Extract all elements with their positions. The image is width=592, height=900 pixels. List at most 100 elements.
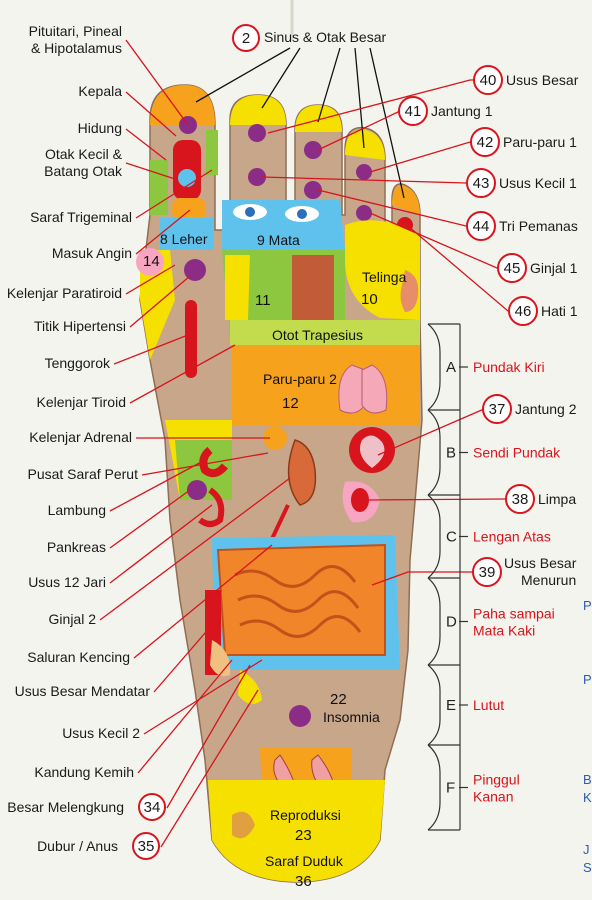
section-bracket xyxy=(427,577,441,666)
zone-label-14: 14 xyxy=(143,253,160,270)
section-letter: F xyxy=(446,780,455,797)
section-text: Mata Kaki xyxy=(473,623,535,639)
bladder-icon xyxy=(210,640,231,677)
left-label-kandung-kemih: Kandung Kemih xyxy=(34,764,134,780)
left-label-num: 34 xyxy=(144,799,161,816)
leader-usus-besar xyxy=(267,79,474,134)
left-label-usus-besar-mendatar: Usus Besar Mendatar xyxy=(15,683,151,699)
intestine-coils xyxy=(234,565,362,638)
section-letter: C xyxy=(446,529,457,546)
tiroid-band xyxy=(225,255,250,320)
zone-label-23: 23 xyxy=(295,827,312,844)
zone-label-mata: 9 Mata xyxy=(257,232,300,248)
left-label-text: Masuk Angin xyxy=(52,245,132,261)
eyes xyxy=(233,204,319,222)
leader-titik-hipertensi xyxy=(129,275,191,328)
section-text: Lengan Atas xyxy=(473,529,551,545)
left-label-text: Ginjal 2 xyxy=(49,611,97,627)
left-label-usus-12-jari: Usus 12 Jari xyxy=(28,574,106,590)
left-label-hidung: Hidung xyxy=(78,120,122,136)
left-label-tenggorok: Tenggorok xyxy=(45,355,111,371)
section-text: Pinggul xyxy=(473,772,520,788)
right-label-text: Tri Pemanas xyxy=(499,218,578,234)
top-callout-num: 2 xyxy=(242,30,250,47)
tenggorok-zone xyxy=(185,300,197,378)
left-label-kelenjar-paratiroid: Kelenjar Paratiroid xyxy=(7,285,122,301)
left-label-text: Dubur / Anus xyxy=(37,838,118,854)
intestines-icon xyxy=(216,543,386,656)
left-label-text: Saraf Trigeminal xyxy=(30,209,132,225)
leader-saraf-trigeminal xyxy=(135,169,213,219)
left-label-num: 35 xyxy=(138,838,155,855)
left-label-text: Batang Otak xyxy=(44,163,123,179)
leader-pituitari xyxy=(125,39,189,126)
right-label-num: 45 xyxy=(504,260,521,277)
edge-fragment: P xyxy=(583,598,592,613)
right-label-text: Usus Besar xyxy=(506,72,579,88)
section-letter: D xyxy=(446,614,457,631)
section-bracket xyxy=(427,664,441,746)
right-label-text: Ginjal 1 xyxy=(530,260,578,276)
left-label-text: Kelenjar Tiroid xyxy=(37,394,127,410)
left-label-text: Kelenjar Adrenal xyxy=(29,429,132,445)
left-label-text: Pituitari, Pineal xyxy=(29,23,122,39)
left-label-text: Lambung xyxy=(48,502,106,518)
spleen-icon xyxy=(351,488,369,512)
right-label-text: Usus Besar xyxy=(504,555,577,571)
zone-label-saraf-duduk: Saraf Duduk xyxy=(265,853,344,869)
leader-limpa xyxy=(365,498,506,501)
left-label-otak-kecil: Otak Kecil &Batang Otak xyxy=(44,146,123,179)
left-label-text: Usus 12 Jari xyxy=(28,574,106,590)
big-toe-green-right xyxy=(206,130,218,175)
left-label-text: Hidung xyxy=(78,120,122,136)
section-text: Paha sampai xyxy=(473,606,555,622)
top-callout-text: Sinus & Otak Besar xyxy=(264,29,387,45)
leader-jantung-1 xyxy=(317,110,401,151)
section-letter: A xyxy=(446,359,456,376)
leader-otak-kecil xyxy=(125,162,179,181)
pelvis-icon xyxy=(232,811,255,839)
toe-points xyxy=(179,116,372,221)
lungs-icon xyxy=(338,364,388,414)
heart-icon xyxy=(359,435,385,468)
hipertensi-dot xyxy=(184,259,206,281)
left-label-text: Usus Besar Mendatar xyxy=(15,683,151,699)
left-leader-lines xyxy=(99,39,291,848)
trigeminal-zone xyxy=(172,198,206,220)
leader-ginjal-1 xyxy=(369,212,498,269)
leader-lambung xyxy=(109,459,206,512)
left-label-pankreas: Pankreas xyxy=(47,539,106,555)
leader-tri-pemanas xyxy=(317,189,467,227)
section-text: Pundak Kiri xyxy=(473,359,545,375)
leader-usus-kecil-1 xyxy=(261,176,467,184)
left-label-num-circle xyxy=(138,793,166,821)
leader-usus-besar-mendatar xyxy=(153,624,213,693)
paratiroid-zone xyxy=(136,248,164,276)
right-label-num: 43 xyxy=(473,175,490,192)
left-edge-yellow xyxy=(140,250,175,360)
edge-fragment: B xyxy=(583,772,592,787)
left-label-text: Pusat Saraf Perut xyxy=(27,466,138,482)
stomach-icon xyxy=(199,446,229,478)
toe2-tip xyxy=(230,95,286,125)
left-label-text: Pankreas xyxy=(47,539,106,555)
left-label-text: Titik Hipertensi xyxy=(34,318,126,334)
leader-hati-1 xyxy=(407,225,509,312)
left-label-masuk-angin: Masuk Angin xyxy=(52,245,132,261)
leader-tenggorok xyxy=(113,334,189,365)
left-label-text: & Hipotalamus xyxy=(31,40,122,56)
section-letter: E xyxy=(446,697,456,714)
